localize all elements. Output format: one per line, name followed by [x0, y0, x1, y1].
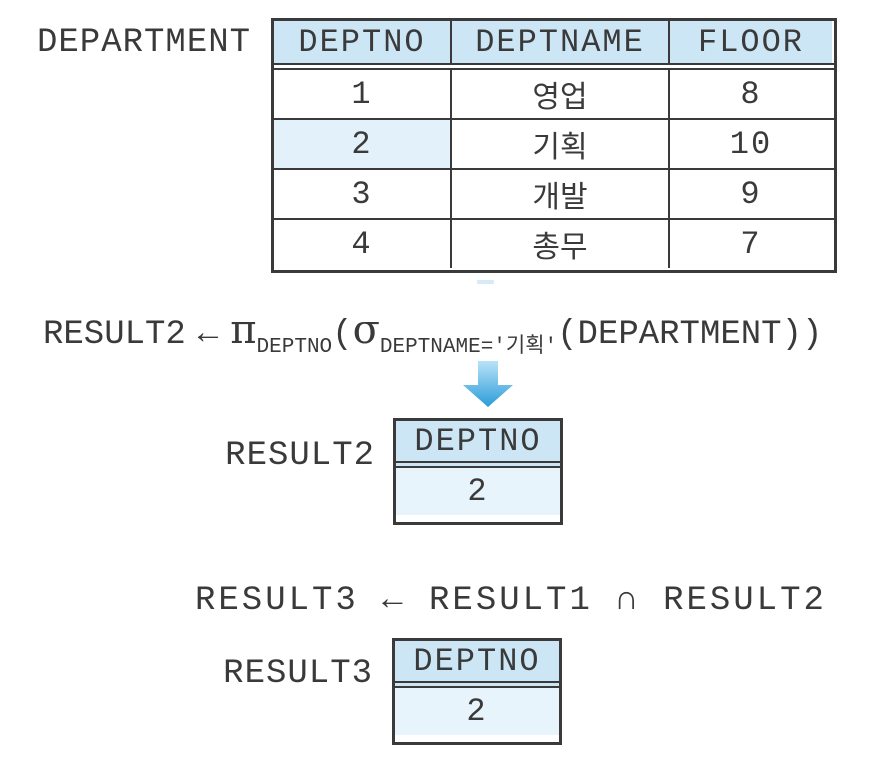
- cell-floor: 10: [668, 120, 832, 168]
- pi-subscript: DEPTNO: [256, 336, 333, 359]
- small-blue-dash: [477, 280, 494, 284]
- cell-deptno: 4: [274, 220, 450, 268]
- assignment-arrow: ←: [197, 316, 219, 354]
- result3-expression: RESULT3 ← RESULT1 ∩ RESULT2: [195, 582, 827, 620]
- column-header-deptno: DEPTNO: [274, 21, 450, 63]
- result3-value-cell: 2: [395, 688, 559, 735]
- table-row: 1 영업 8: [274, 70, 834, 118]
- table-row: 3 개발 9: [274, 168, 834, 218]
- result3-table-label: RESULT3: [223, 655, 373, 693]
- open-paren: (: [332, 316, 353, 354]
- table-row: 4 총무 7: [274, 218, 834, 268]
- sigma-subscript: DEPTNAME='기획': [379, 336, 558, 359]
- down-arrow-icon: [463, 361, 513, 407]
- expression-lhs: RESULT2: [43, 316, 186, 354]
- cell-deptname: 영업: [450, 70, 668, 118]
- cell-floor: 8: [668, 70, 832, 118]
- cell-floor: 7: [668, 220, 832, 268]
- expression-tail: (DEPARTMENT)): [557, 316, 823, 354]
- column-header-floor: FLOOR: [668, 21, 832, 63]
- intersection-expression-text: RESULT3 ← RESULT1 ∩ RESULT2: [195, 582, 827, 620]
- cell-floor: 9: [668, 170, 832, 218]
- table-row: 2 기획 10: [274, 118, 834, 168]
- cell-deptno: 1: [274, 70, 450, 118]
- department-table: DEPTNO DEPTNAME FLOOR 1 영업 8 2 기획 10 3 개…: [271, 18, 837, 273]
- department-header-row: DEPTNO DEPTNAME FLOOR: [274, 21, 834, 70]
- cell-deptname: 개발: [450, 170, 668, 218]
- column-header-deptname: DEPTNAME: [450, 21, 668, 63]
- result3-table: DEPTNO 2: [392, 638, 562, 745]
- result2-expression: RESULT2 ← π DEPTNO ( σ DEPTNAME='기획' (DE…: [43, 307, 823, 359]
- result2-value-cell: 2: [396, 468, 560, 515]
- department-table-label: DEPARTMENT: [37, 24, 252, 62]
- cell-deptno: 3: [274, 170, 450, 218]
- cell-deptno-highlighted: 2: [274, 120, 450, 168]
- cell-deptname: 총무: [450, 220, 668, 268]
- result2-table: DEPTNO 2: [393, 418, 563, 525]
- result2-column-header: DEPTNO: [396, 421, 560, 468]
- cell-deptname: 기획: [450, 120, 668, 168]
- result3-column-header: DEPTNO: [395, 641, 559, 688]
- result2-table-label: RESULT2: [225, 437, 375, 475]
